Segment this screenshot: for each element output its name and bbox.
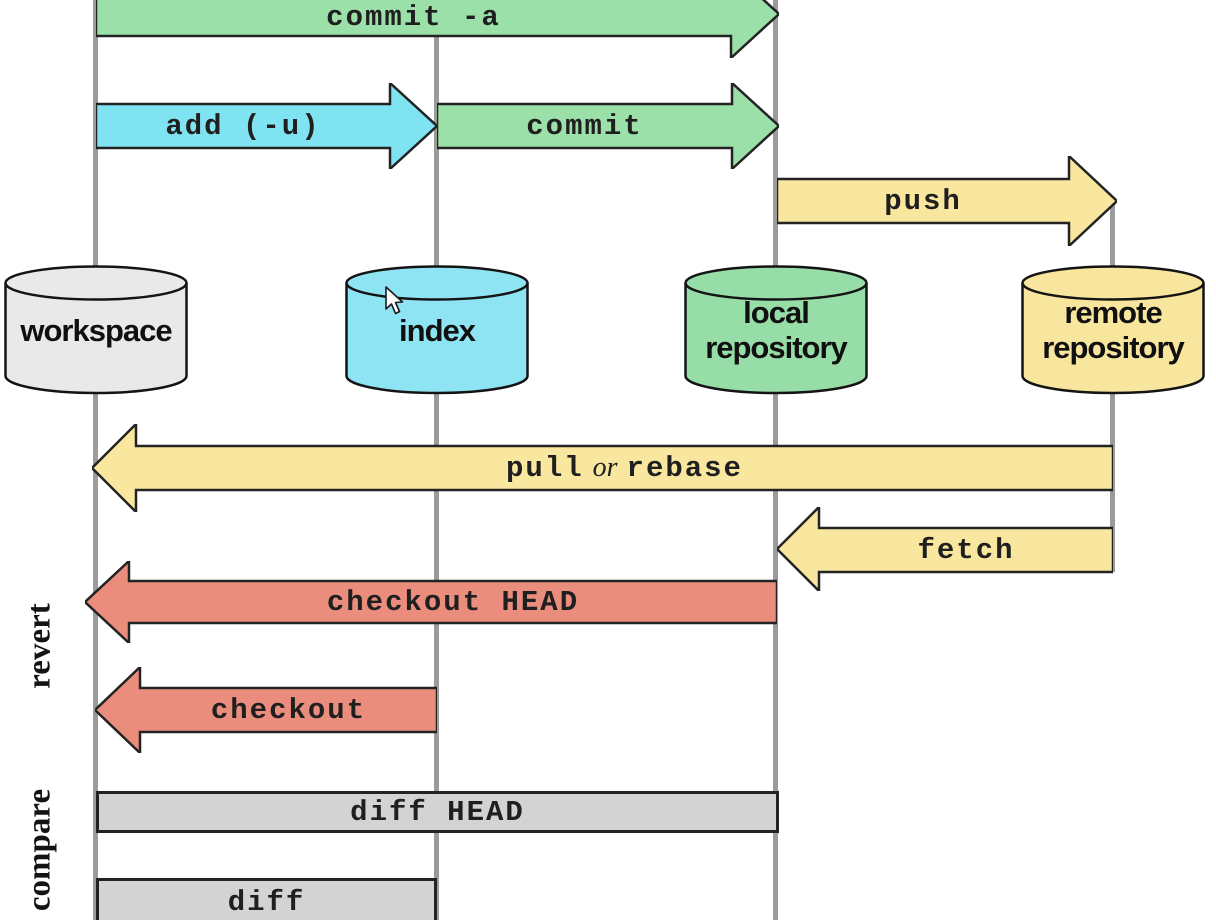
arrow-add-u: add (-u) [96, 83, 437, 169]
arrow-polygon [95, 667, 437, 753]
cylinder-body [345, 283, 529, 395]
cylinder-top [4, 265, 188, 301]
cylinder-local-shape [684, 265, 868, 395]
bar-diff-head: diff HEAD [96, 791, 779, 833]
node-index: index [344, 264, 530, 396]
arrow-add-u-shape [96, 83, 437, 169]
arrow-push: push [777, 156, 1117, 246]
arrow-polygon [437, 83, 779, 169]
rebase-label-part: rebase [626, 451, 743, 485]
arrow-checkout-label: checkout [210, 693, 367, 727]
arrow-commit-label: commit [526, 109, 643, 143]
arrow-push-shape [777, 156, 1117, 246]
lifeline-workspace [93, 0, 98, 920]
cylinder-workspace-shape [4, 265, 188, 395]
arrow-pull-or-rebase: pull or rebase [92, 424, 1113, 512]
arrow-checkout-head: checkout HEAD [85, 561, 777, 643]
cylinder-top [1021, 265, 1205, 301]
arrow-add-u-label: add (-u) [165, 109, 321, 143]
cylinder-remote-shape [1021, 265, 1205, 395]
arrow-checkout-head-shape [85, 561, 777, 643]
mouse-cursor-icon [385, 286, 407, 321]
node-remote-repository-label: remote repository [1042, 295, 1185, 365]
cylinder-top [684, 265, 868, 301]
arrow-commit: commit [437, 83, 779, 169]
arrow-polygon [777, 156, 1117, 246]
cylinder-body [1021, 283, 1205, 395]
node-workspace: workspace [3, 264, 189, 396]
arrow-polygon [92, 424, 1113, 512]
arrow-checkout-shape [95, 667, 437, 753]
arrow-fetch-shape [777, 507, 1113, 591]
arrow-commit-shape [437, 83, 779, 169]
cursor-shape [385, 286, 404, 315]
arrow-polygon [96, 83, 437, 169]
node-local-repository: local repository [683, 264, 869, 396]
node-workspace-label: workspace [20, 312, 172, 348]
arrow-commit-a: commit -a [96, 0, 779, 58]
arrow-pull-or-rebase-shape [92, 424, 1113, 512]
arrow-polygon [85, 561, 777, 643]
bar-diff-label: diff [227, 885, 306, 919]
arrow-fetch-label: fetch [917, 533, 1015, 567]
pull-label-part: pull [506, 451, 584, 485]
arrow-push-label: push [884, 184, 962, 218]
cylinder-body [684, 283, 868, 395]
bar-diff: diff [96, 878, 437, 920]
bar-diff-head-label: diff HEAD [350, 795, 525, 829]
arrow-commit-a-label: commit -a [326, 0, 501, 34]
arrow-polygon [96, 0, 779, 58]
or-label-part: or [592, 452, 618, 483]
arrow-pull-or-rebase-label: pull or rebase [136, 446, 1113, 490]
arrow-fetch: fetch [777, 507, 1113, 591]
cursor-polygon [385, 286, 404, 315]
cylinder-body [4, 283, 188, 395]
arrow-checkout: checkout [95, 667, 437, 753]
node-remote-repository: remote repository [1020, 264, 1206, 396]
arrow-checkout-head-label: checkout HEAD [326, 585, 580, 619]
arrow-polygon [777, 507, 1113, 591]
section-label-compare: compare [21, 788, 58, 912]
node-local-repository-label: local repository [705, 295, 848, 365]
node-index-label: index [399, 312, 476, 348]
arrow-commit-a-shape [96, 0, 779, 58]
section-label-revert: revert [21, 603, 58, 689]
